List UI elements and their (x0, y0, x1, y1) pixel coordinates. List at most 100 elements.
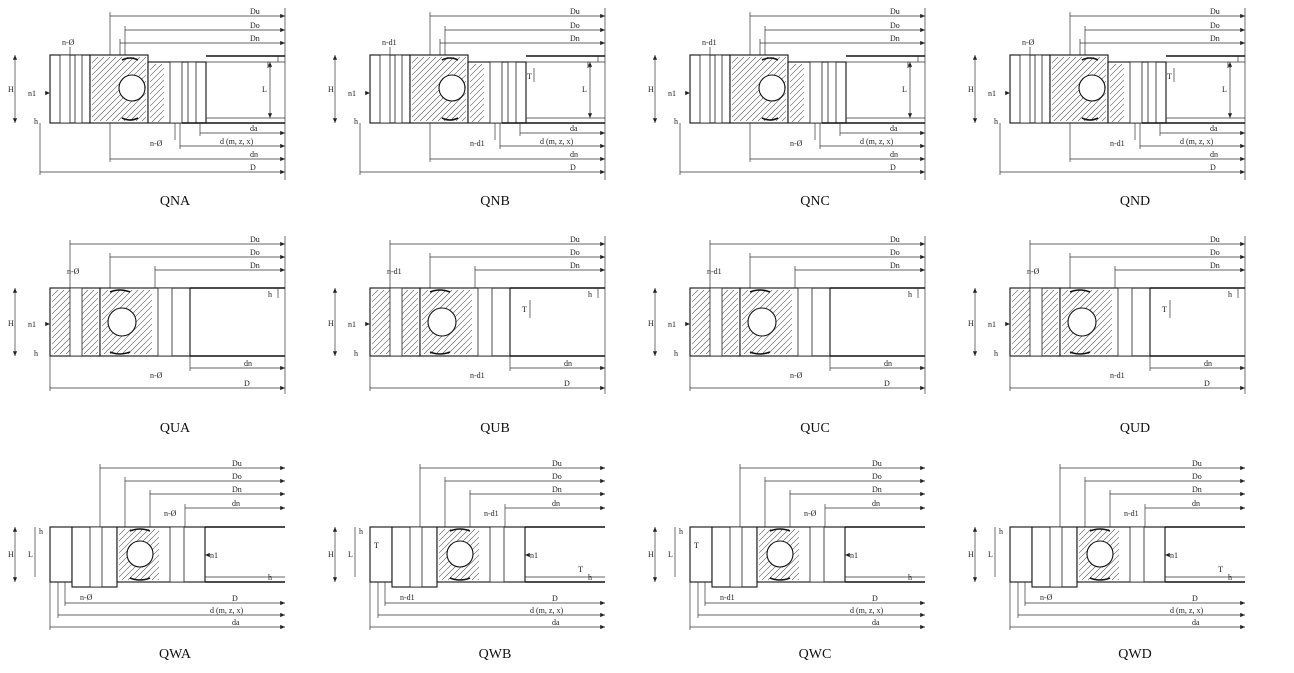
dimension-label-n1: n1 (348, 89, 356, 98)
hatch-line (532, 290, 596, 354)
dimension-label: D (232, 594, 238, 603)
hatch-line (526, 290, 590, 354)
bolt-hole (1129, 61, 1143, 124)
dimension-label-h-small: h (674, 349, 678, 358)
hatch-line (422, 290, 441, 309)
dimension-label: d (m, z, x) (850, 606, 883, 615)
hatch-line (372, 290, 391, 309)
bolt-hole (489, 526, 505, 583)
dimension-label: Du (570, 7, 580, 16)
dimension-label-h: H (648, 550, 654, 559)
dimension-label: Du (872, 459, 882, 468)
seal (441, 57, 459, 61)
hatch-line (1110, 67, 1124, 83)
hatch-line (1154, 290, 1218, 354)
hatch-line (102, 290, 121, 309)
hatch-line (443, 98, 466, 121)
hatch-line (202, 57, 266, 121)
hatch-line (123, 98, 146, 121)
hatch-line (742, 290, 767, 315)
hatch-line (121, 323, 152, 354)
hatch-line (742, 290, 779, 327)
dimension-label-h-small: h (39, 527, 43, 536)
hatch-line (403, 339, 418, 354)
hatch-line (449, 104, 466, 121)
hatch-line (412, 57, 443, 88)
hatch-line (437, 92, 466, 121)
callout-hole-top: n-Ø (1022, 38, 1035, 47)
hatch-line (1081, 323, 1112, 354)
arrowhead (972, 527, 978, 532)
hatch-line (773, 554, 799, 580)
arrowhead (332, 55, 338, 60)
dimension-label: d (m, z, x) (210, 606, 243, 615)
dimension-label-n1: n1 (668, 320, 676, 329)
arrowhead (920, 40, 925, 46)
dimension-label-n1: n1 (348, 320, 356, 329)
hatch-line (92, 57, 141, 106)
hatch-line (1093, 554, 1119, 580)
hatch-line (711, 327, 738, 354)
ball-element (446, 540, 474, 568)
hatch-line (769, 104, 786, 121)
arrowhead (685, 321, 690, 327)
dimension-label-h-small: h (999, 527, 1003, 536)
dimension-label: L (902, 85, 907, 94)
arrowhead (1240, 612, 1245, 618)
seal (129, 528, 151, 532)
arrowhead (600, 143, 605, 149)
dimension-label-h: H (648, 319, 654, 328)
arrowhead (525, 552, 530, 558)
hatch-line (1062, 290, 1099, 327)
hatch-line (790, 67, 804, 83)
hatch-line (840, 290, 904, 354)
hatch-line (790, 91, 804, 107)
arrowhead (600, 624, 605, 630)
callout-hole-bottom: n-Ø (80, 593, 93, 602)
arrowhead (920, 156, 925, 162)
hatch-line (150, 64, 163, 77)
hatch-line (102, 290, 127, 315)
dimension-label: D (564, 379, 570, 388)
hatch-line (1142, 290, 1206, 354)
arrowhead (1240, 254, 1245, 260)
dimension-label-t: T (578, 565, 583, 574)
hatch-line (840, 64, 898, 122)
seal (449, 577, 471, 581)
dimension-label: Du (1210, 7, 1220, 16)
hatch-line (1166, 290, 1230, 354)
hatch-line (412, 57, 425, 70)
hatch-line (692, 290, 711, 309)
arrowhead (907, 62, 913, 67)
arrowhead (365, 90, 370, 96)
arrowhead (1240, 130, 1245, 136)
arrowhead (332, 351, 338, 356)
hatch-line (470, 67, 484, 83)
arrowhead (600, 465, 605, 471)
dimension-label: D (552, 594, 558, 603)
hatch-line (373, 309, 418, 354)
seal (1081, 117, 1099, 121)
hatch-line (1111, 109, 1124, 122)
arrowhead (1240, 624, 1245, 630)
arrowhead (600, 130, 605, 136)
arrowhead (600, 600, 605, 606)
dimension-label-h-small: h (34, 349, 38, 358)
dimension-label: h (1228, 573, 1232, 582)
hatch-line (773, 335, 792, 354)
arrowhead (280, 130, 285, 136)
arrowhead (332, 577, 338, 582)
callout-hole-bottom: n-d1 (1110, 139, 1125, 148)
arrowhead (1240, 505, 1245, 511)
hatch-line (1166, 64, 1224, 122)
hatch-line (502, 290, 566, 354)
seal (441, 117, 459, 121)
arrowhead (1240, 491, 1245, 497)
seal (769, 528, 791, 532)
hatch-line (412, 57, 437, 82)
dimension-label: dn (564, 359, 572, 368)
hatch-line (732, 57, 757, 82)
arrowhead (652, 55, 658, 60)
dimension-label: Do (570, 21, 580, 30)
arrowhead (600, 491, 605, 497)
